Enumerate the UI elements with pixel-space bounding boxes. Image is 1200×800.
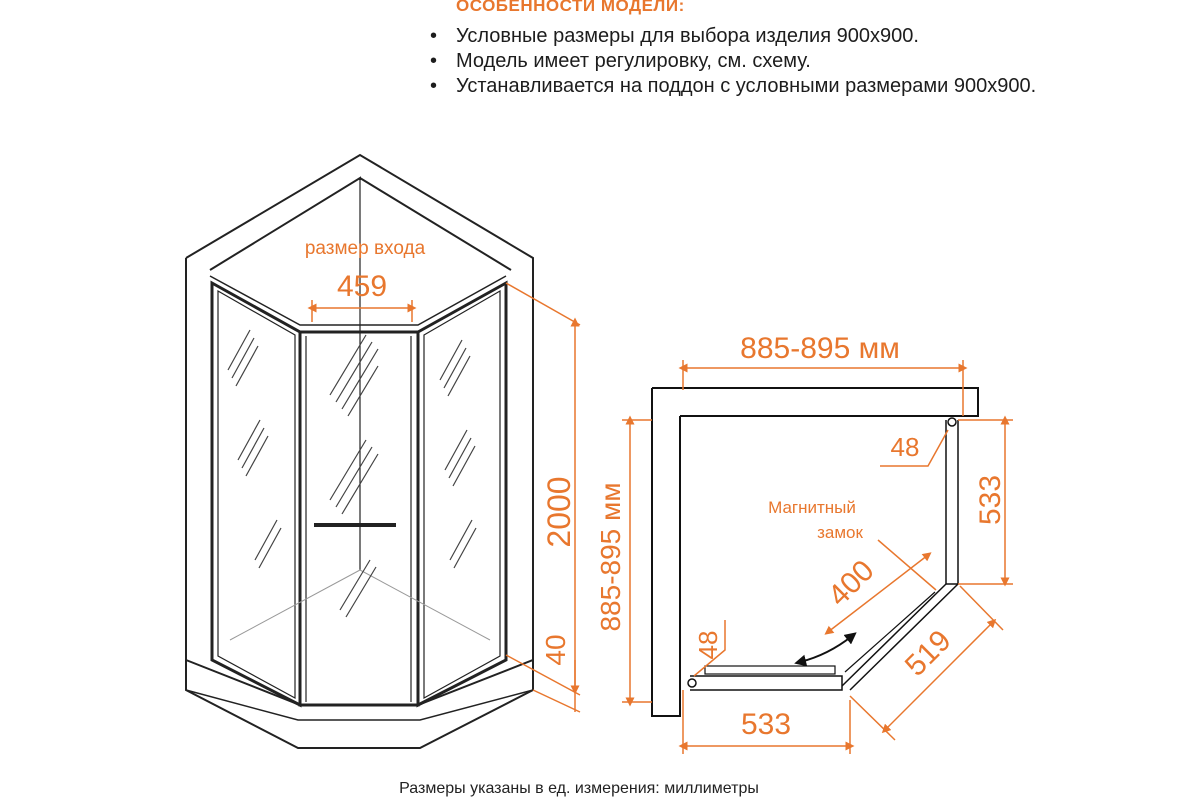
bullet-icon: • [430, 50, 438, 72]
plan-panel-bottom [690, 675, 843, 691]
units-footnote: Размеры указаны в ед. измерения: миллиме… [399, 780, 759, 797]
bullet-icon: • [430, 75, 438, 97]
adjust-top-label: 48 [891, 432, 920, 462]
tray-height-label: 40 [540, 634, 571, 665]
plan-width-label: 885-895 мм [740, 332, 900, 365]
door-leaf-label: 400 [822, 554, 881, 613]
list-item: •Устанавливается на поддон с условными р… [430, 75, 1037, 97]
side-right-label: 533 [974, 475, 1007, 525]
glass-reflections [227, 329, 477, 618]
panel-right-frame [416, 280, 508, 708]
magnet-label-line2: замок [817, 523, 863, 542]
wall-left [651, 388, 681, 717]
adjust-left-label: 48 [693, 631, 723, 660]
inner-wall-back [359, 177, 512, 271]
features-list: •Условные размеры для выбора изделия 900… [428, 24, 1068, 99]
plan-depth-label: 885-895 мм [595, 482, 626, 631]
wall-outline [185, 153, 534, 690]
plan-panel-right [945, 420, 959, 585]
list-item: •Модель имеет регулировку, см. схему. [430, 50, 811, 72]
bullet-icon: • [430, 25, 438, 47]
entrance-width: 459 [337, 270, 387, 303]
swing-arrow [794, 632, 857, 667]
list-item: •Условные размеры для выбора изделия 900… [430, 25, 919, 47]
front-dimensions [307, 282, 581, 713]
panel-left-frame [210, 280, 302, 708]
features-block: ОСОБЕННОСТИ МОДЕЛИ: •Условные размеры дл… [428, 0, 1068, 99]
plan-dimensions [622, 360, 1013, 754]
magnet-label-line1: Магнитный [768, 498, 856, 517]
door-frame [298, 330, 420, 707]
front-view [185, 153, 534, 749]
features-title: ОСОБЕННОСТИ МОДЕЛИ: [456, 0, 685, 15]
entrance-label: размер входа [305, 238, 426, 259]
side-bottom-label: 533 [741, 708, 791, 741]
wall-top [652, 387, 979, 417]
height-label: 2000 [541, 476, 577, 547]
